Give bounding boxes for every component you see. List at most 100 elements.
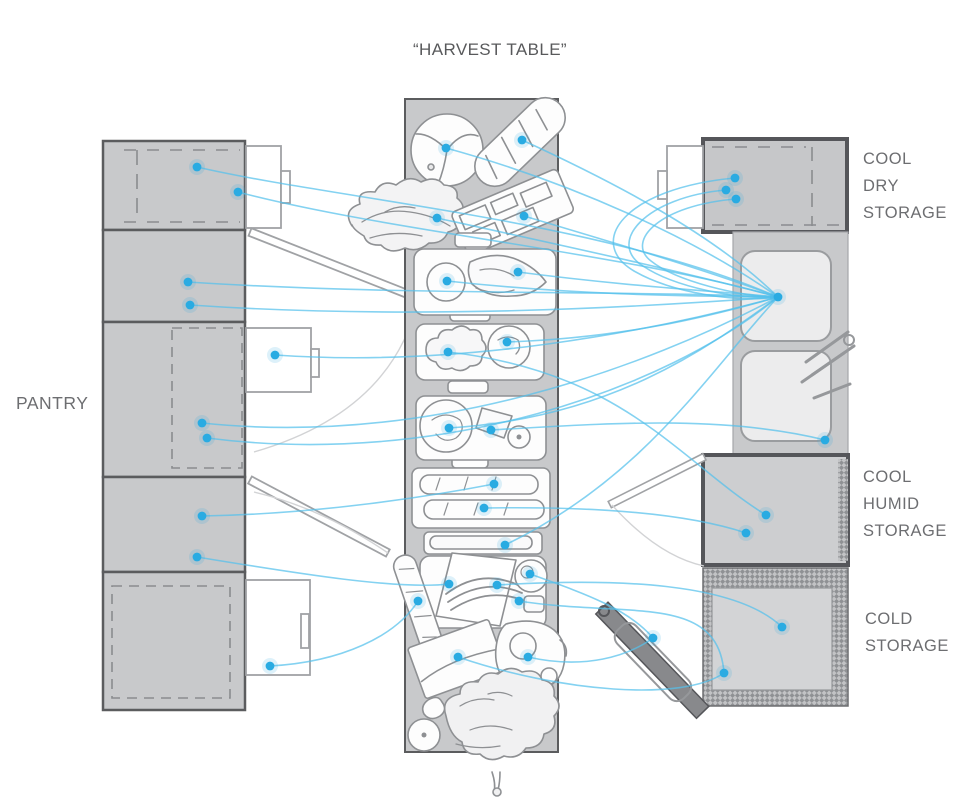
food-baguette-tray bbox=[411, 467, 551, 529]
flow-curve bbox=[447, 351, 767, 516]
flow-curve bbox=[189, 296, 779, 313]
flow-dot bbox=[432, 213, 442, 223]
food-thin-tray bbox=[423, 531, 543, 555]
shelf-dashes bbox=[712, 146, 840, 226]
flow-dot bbox=[197, 511, 207, 521]
shelf-dashes bbox=[124, 149, 240, 223]
flow-dot bbox=[730, 173, 740, 183]
flow-dot bbox=[265, 661, 275, 671]
label-pantry: PANTRY bbox=[16, 393, 89, 413]
flow-curve bbox=[612, 177, 779, 300]
door-swing-arc bbox=[611, 504, 705, 567]
flow-dot bbox=[525, 569, 535, 579]
door-frame-outline bbox=[613, 621, 693, 703]
flow-curve bbox=[496, 581, 783, 628]
flow-dot bbox=[192, 552, 202, 562]
food-banana-board bbox=[419, 552, 548, 629]
dashed-shelf-outline bbox=[171, 327, 243, 469]
flow-dot bbox=[442, 276, 452, 286]
sink-counter bbox=[732, 231, 856, 459]
door-blade bbox=[607, 452, 708, 509]
pantry-unit-3 bbox=[101, 320, 247, 479]
flow-dots-layer bbox=[180, 132, 833, 681]
pantry-doors bbox=[245, 145, 421, 676]
flow-curve bbox=[196, 556, 450, 587]
harvest-table bbox=[347, 96, 575, 797]
flow-curve bbox=[196, 166, 779, 298]
door-handle bbox=[310, 348, 320, 378]
flow-dot bbox=[479, 503, 489, 513]
tray-handle bbox=[447, 380, 489, 394]
flow-curve bbox=[490, 422, 826, 441]
pantry-unit-5 bbox=[101, 570, 247, 712]
door-handle bbox=[300, 613, 310, 649]
flow-dot bbox=[523, 652, 533, 662]
flow-dot bbox=[517, 135, 527, 145]
label-line: STORAGE bbox=[865, 637, 949, 655]
food-roast-platter bbox=[413, 248, 557, 316]
flow-dot bbox=[202, 433, 212, 443]
flow-dot bbox=[192, 162, 202, 172]
flow-curve bbox=[448, 296, 779, 429]
label-cold-storage: COLD STORAGE bbox=[865, 606, 949, 660]
door-hinge bbox=[598, 605, 610, 617]
flow-dot bbox=[453, 652, 463, 662]
flow-dot bbox=[441, 143, 451, 153]
flow-dot bbox=[489, 479, 499, 489]
door-handle bbox=[657, 170, 668, 200]
cold-storage-unit bbox=[702, 567, 849, 707]
food-onion-center bbox=[421, 732, 427, 738]
door-handle bbox=[280, 170, 291, 204]
open-door bbox=[245, 145, 282, 229]
flow-curve bbox=[483, 506, 747, 534]
label-line: COLD bbox=[865, 610, 913, 628]
flow-dot bbox=[443, 347, 453, 357]
flow-dot bbox=[741, 528, 751, 538]
open-door bbox=[245, 327, 312, 393]
flow-curve bbox=[201, 296, 779, 429]
flow-dot bbox=[513, 267, 523, 277]
insulation-band bbox=[838, 459, 848, 561]
cool-dry-unit bbox=[701, 137, 849, 234]
food-bread-tray bbox=[415, 395, 547, 461]
sink-basin-bottom bbox=[740, 350, 832, 442]
flow-dot bbox=[777, 622, 787, 632]
door-blade bbox=[246, 475, 391, 558]
flow-dot bbox=[761, 510, 771, 520]
door-blade-dark bbox=[594, 601, 710, 720]
pantry-unit-1 bbox=[101, 139, 247, 232]
label-line: HUMID bbox=[863, 495, 920, 513]
pantry-column bbox=[101, 139, 247, 712]
flow-curve bbox=[436, 217, 779, 298]
label-line: STORAGE bbox=[863, 522, 947, 540]
flow-dot bbox=[500, 540, 510, 550]
pantry-unit-4 bbox=[101, 475, 247, 574]
flow-curve bbox=[269, 600, 419, 667]
flow-curve bbox=[201, 483, 495, 517]
flow-curve bbox=[506, 296, 779, 343]
flow-dot bbox=[773, 292, 783, 302]
cold-storage-door bbox=[594, 601, 710, 720]
flow-dot bbox=[486, 425, 496, 435]
right-storage-column bbox=[594, 137, 856, 720]
pantry-unit-2 bbox=[101, 228, 247, 324]
label-line: COOL bbox=[863, 468, 912, 486]
flow-dot bbox=[492, 580, 502, 590]
flow-curve bbox=[445, 147, 779, 298]
diagram-title: “HARVEST TABLE” bbox=[412, 40, 567, 59]
flow-dot bbox=[514, 596, 524, 606]
flow-dot bbox=[731, 194, 741, 204]
label-cool-humid-storage: COOL HUMID STORAGE bbox=[863, 464, 947, 545]
flow-curve bbox=[628, 189, 779, 299]
flow-dot bbox=[519, 211, 529, 221]
flow-dot bbox=[197, 418, 207, 428]
flow-curve bbox=[518, 600, 725, 674]
label-line: COOL bbox=[863, 150, 912, 168]
label-cool-dry-storage: COOL DRY STORAGE bbox=[863, 146, 947, 227]
label-line: DRY bbox=[863, 177, 900, 195]
flow-dot bbox=[444, 423, 454, 433]
flow-lines-layer bbox=[187, 139, 826, 691]
cool-humid-unit bbox=[701, 453, 850, 567]
